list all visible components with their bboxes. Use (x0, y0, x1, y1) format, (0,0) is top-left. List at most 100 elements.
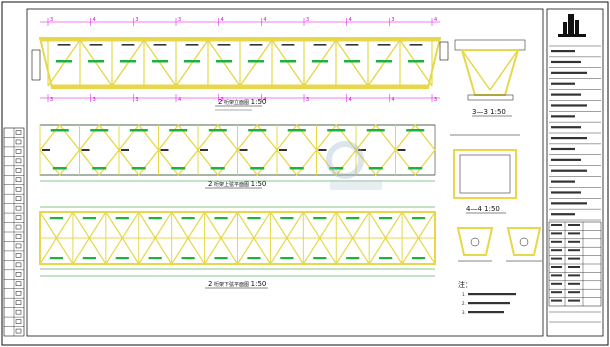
plan-b-brace (236, 211, 271, 265)
plan-b-tag (181, 217, 195, 220)
truss-diagonal (143, 39, 177, 87)
strip-mark (15, 215, 22, 220)
plan-b-title: 2 桁架下弦平面图 1:50 (208, 280, 266, 288)
plan-b-tag (346, 217, 360, 220)
section-3-base (467, 94, 514, 101)
section-3-title: 3—3 1:50 (472, 108, 506, 116)
member-tag-text (377, 44, 391, 46)
title-table-cell-text (568, 240, 580, 243)
plan-a-diamond (394, 123, 436, 177)
member-tag (120, 60, 136, 63)
notes-lines: 1.2.3. (462, 292, 516, 315)
title-table-cell-text (551, 249, 562, 252)
plan-b-tag (313, 257, 327, 260)
title-table-cell-text (568, 249, 580, 252)
title-table-cell-text (568, 291, 580, 294)
section-4-frame (453, 149, 517, 199)
title-table-cell-text (568, 274, 580, 277)
strip-mark (15, 243, 22, 249)
logo-tower (568, 14, 574, 34)
bottom-axis-label: 3 (221, 97, 224, 103)
plan-a-tag (169, 129, 188, 132)
plan-b-bracing (39, 211, 436, 265)
title-row-text (551, 115, 575, 118)
logo-tower-right (575, 20, 579, 34)
plan-b-brace (105, 211, 140, 265)
plan-a-tag (50, 129, 69, 132)
member-tag-text (153, 44, 167, 46)
title-row-text (551, 147, 575, 151)
title-row-text (551, 50, 575, 53)
title-row-text (551, 180, 575, 183)
plan-b-brace (335, 211, 370, 265)
watermark-mark (326, 141, 364, 179)
title-block-rows (549, 45, 601, 221)
plan-view-lower: 2 桁架下弦平面图 1:50 (39, 206, 436, 289)
section-3-3: 3—3 1:50 (454, 39, 526, 117)
member-tag (248, 60, 264, 63)
plan-a-tag (248, 129, 267, 132)
truss-diagonal (175, 39, 209, 87)
plan-b-tag (148, 257, 162, 260)
strip-mark (15, 224, 22, 230)
plan-b-tag (313, 217, 327, 220)
plan-b-tag (411, 217, 426, 220)
logo-base (558, 34, 586, 37)
section-4-title: 4—4 1:50 (466, 205, 500, 213)
strip-mark (15, 309, 22, 315)
elevation-title: 2 桁架立面图 1:50 (218, 98, 266, 106)
title-block-table-lines (549, 222, 601, 323)
plan-b-tag (379, 217, 393, 220)
plan-b-tag (82, 257, 96, 260)
node-detail-a (456, 227, 494, 262)
bottom-axis-label: 3 (135, 97, 138, 103)
plan-b-brace (138, 211, 173, 265)
plan-b-brace (72, 211, 107, 265)
title-table-cell-text (568, 282, 580, 285)
top-axis-label: 3 (50, 17, 53, 23)
title-table-cell-text (551, 299, 562, 302)
strip-mark (15, 130, 22, 135)
plan-b-tag (346, 257, 360, 260)
plan-b-tag (411, 257, 426, 260)
plan-b-tag (82, 217, 96, 220)
member-tag (344, 60, 360, 63)
title-row-text (551, 158, 581, 161)
strip-mark (15, 234, 22, 239)
note-text-line (468, 302, 510, 305)
truss-diagonal (79, 39, 113, 87)
bottom-axis-label: 4 (263, 97, 266, 103)
title-table-cell-text (551, 266, 562, 268)
plan-b-brace (401, 211, 436, 265)
plan-a-dim-text (200, 149, 208, 151)
truss-diagonal (271, 39, 305, 87)
title-table-cell-text (568, 232, 580, 235)
member-tag-text (281, 44, 295, 46)
strip-mark (15, 290, 22, 296)
title-table-cell-text (551, 224, 562, 226)
section-4-inner (459, 154, 511, 194)
strip-mark (15, 177, 22, 183)
bottom-axis-label: 3 (306, 97, 309, 103)
member-tag-text (313, 44, 327, 46)
plan-b-tag (148, 217, 162, 220)
member-tag-text (89, 44, 103, 46)
plan-a-dim-text (121, 149, 129, 151)
title-row-text (551, 191, 581, 194)
top-axis-label: 4 (263, 17, 266, 23)
plan-a-tag (327, 129, 346, 132)
note-number: 2. (462, 301, 466, 306)
member-tag (216, 60, 232, 63)
plan-a-dim-text (160, 149, 169, 151)
plan-a-tag (129, 129, 148, 132)
top-axis-label: 3 (306, 17, 309, 23)
plan-a-tag (329, 167, 344, 170)
member-tag-text (409, 44, 423, 46)
plan-a-dim-text (318, 149, 327, 151)
node-detail-a-center (470, 237, 480, 247)
top-axis-label: 3 (178, 17, 181, 23)
strip-mark (15, 149, 22, 154)
member-tag-text (57, 44, 71, 46)
truss-diagonal (111, 39, 145, 87)
